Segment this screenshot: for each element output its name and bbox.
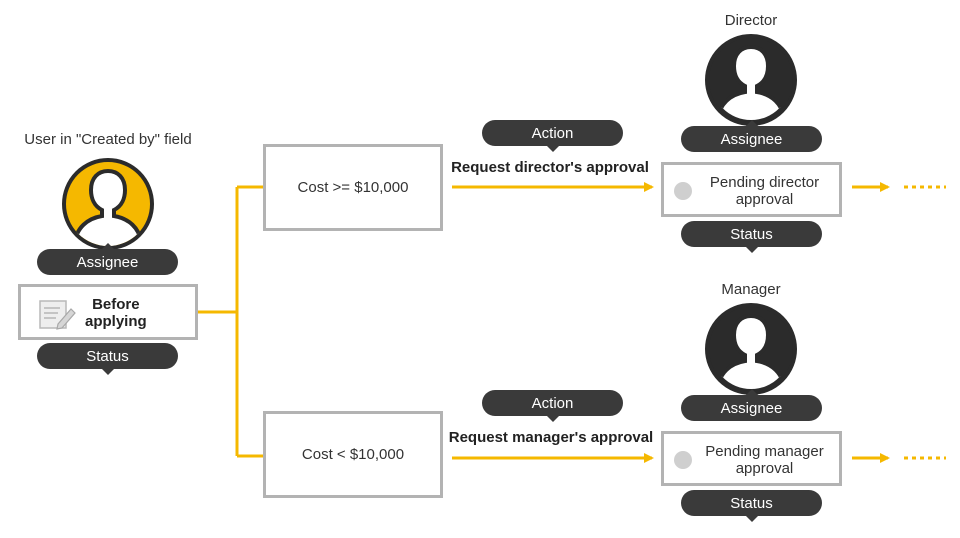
before-applying-line1: Before xyxy=(92,296,140,313)
start-status-badge: Status xyxy=(37,343,178,375)
manager-caption: Manager xyxy=(721,281,781,298)
manager-status-badge: Status xyxy=(681,490,822,522)
before-applying-line2: applying xyxy=(85,313,147,330)
before-applying-status-box[interactable]: Before applying xyxy=(18,284,198,340)
created-by-caption: User in "Created by" field xyxy=(24,131,192,148)
pending-manager-line1: Pending manager xyxy=(705,443,824,460)
status-dot-icon xyxy=(674,182,692,200)
branch-connector xyxy=(198,185,263,458)
start-status-label: Status xyxy=(86,347,129,365)
director-status-label: Status xyxy=(730,225,773,243)
director-action-text: Request director's approval xyxy=(451,159,649,176)
manager-action-badge: Action xyxy=(482,390,623,422)
director-action-badge: Action xyxy=(482,120,623,152)
pending-director-line2: approval xyxy=(735,191,794,208)
document-edit-icon xyxy=(39,300,76,330)
condition-box-low-cost[interactable]: Cost < $10,000 xyxy=(263,411,443,498)
director-status-badge: Status xyxy=(681,221,822,253)
director-avatar-icon xyxy=(705,34,797,126)
pending-director-line1: Pending director xyxy=(709,174,820,191)
manager-action-text: Request manager's approval xyxy=(448,429,654,446)
pending-manager-status-box[interactable]: Pending manager approval xyxy=(661,431,842,486)
status-dot-icon xyxy=(674,451,692,469)
pending-manager-line2: approval xyxy=(735,460,794,477)
pending-director-status-box[interactable]: Pending director approval xyxy=(661,162,842,217)
condition-box-high-cost[interactable]: Cost >= $10,000 xyxy=(263,144,443,231)
user-avatar-icon xyxy=(62,158,154,250)
condition-text-high-cost: Cost >= $10,000 xyxy=(297,179,409,196)
condition-text-low-cost: Cost < $10,000 xyxy=(301,446,405,463)
manager-avatar-icon xyxy=(705,303,797,395)
manager-status-label: Status xyxy=(730,494,773,512)
manager-assignee-badge: Assignee xyxy=(681,389,822,421)
director-assignee-badge: Assignee xyxy=(681,120,822,152)
director-caption: Director xyxy=(724,12,778,29)
start-assignee-badge: Assignee xyxy=(37,243,178,275)
